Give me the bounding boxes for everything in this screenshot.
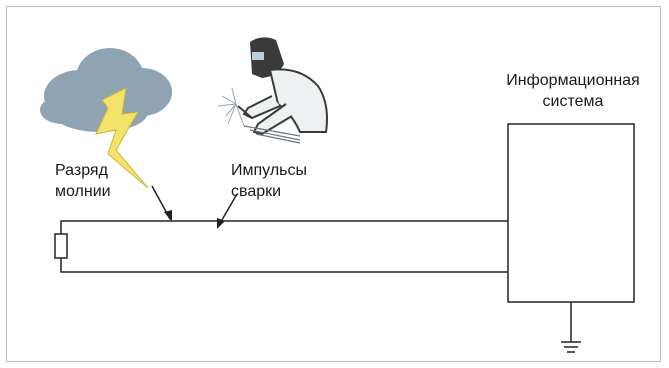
lightning-arrow (151, 185, 172, 222)
welding-arrow (217, 193, 238, 229)
information-system-box (507, 123, 635, 303)
system-label-line2: система (542, 93, 604, 110)
cable-bottom (60, 258, 508, 273)
welder-icon (217, 37, 328, 144)
lightning-label: Разряд молнии (55, 160, 111, 202)
lightning-bolt-icon (95, 87, 149, 189)
welding-label: Импульсы сварки (231, 160, 307, 202)
welding-label-line1: Импульсы (231, 162, 307, 179)
cable-top (60, 220, 508, 234)
lightning-label-line2: молнии (55, 183, 111, 200)
welding-label-line2: сварки (231, 183, 282, 200)
lightning-label-line1: Разряд (55, 162, 108, 179)
system-label-line1: Информационная (506, 72, 640, 89)
ground-icon (561, 302, 581, 353)
system-label: Информационная система (494, 70, 652, 112)
resistor-icon (54, 233, 68, 259)
